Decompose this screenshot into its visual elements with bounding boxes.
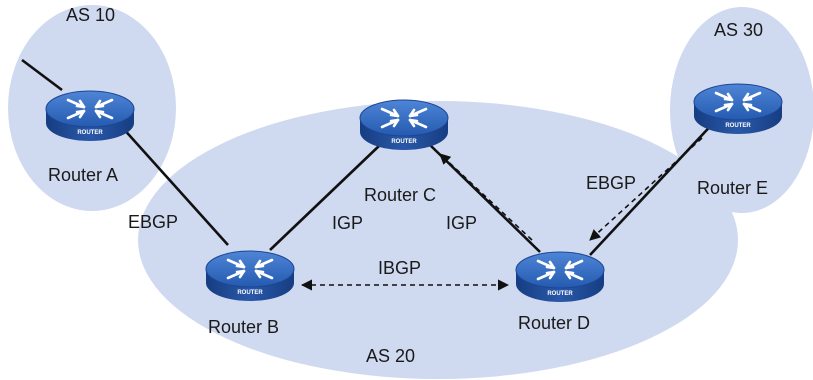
as20-label: AS 20: [366, 346, 416, 366]
router-a-icon: ROUTER: [44, 89, 136, 143]
router-d-badge: ROUTER: [547, 291, 573, 297]
router-e-icon: ROUTER: [692, 82, 784, 136]
link-label-c-d: IGP: [446, 213, 478, 233]
router-a-label: Router A: [48, 165, 119, 185]
router-b-label: Router B: [208, 317, 280, 337]
link-label-b-d: IBGP: [378, 258, 422, 278]
igp-advertise-arrow: [439, 153, 533, 241]
router-d-icon: ROUTER: [514, 250, 606, 304]
uplink-line-router-a: [21, 58, 63, 92]
router-e-badge: ROUTER: [725, 123, 751, 129]
as30-label: AS 30: [714, 20, 764, 40]
router-c-label: Router C: [364, 185, 437, 205]
as10-label: AS 10: [66, 5, 116, 25]
as20-region: [138, 101, 738, 379]
link-label-d-e: EBGP: [586, 173, 637, 193]
router-a-badge: ROUTER: [77, 130, 103, 136]
link-b-c: [269, 144, 381, 251]
router-d-label: Router D: [518, 313, 591, 333]
link-d-e: [589, 117, 719, 256]
link-label-b-c: IGP: [332, 213, 364, 233]
router-b-icon: ROUTER: [204, 249, 296, 303]
router-c-badge: ROUTER: [391, 139, 417, 145]
router-e-label: Router E: [697, 178, 769, 198]
router-c-icon: ROUTER: [358, 98, 450, 152]
router-b-badge: ROUTER: [237, 290, 263, 296]
link-a-b: [111, 115, 229, 246]
link-label-a-b: EBGP: [128, 212, 179, 232]
ebgp-advertise-arrow: [589, 137, 703, 241]
